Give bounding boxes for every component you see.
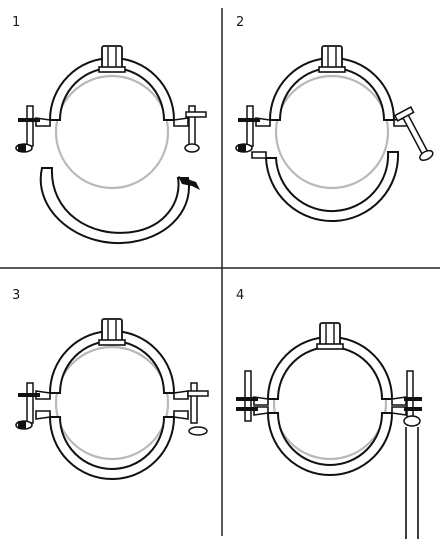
pipe-outline bbox=[54, 74, 170, 190]
right-bolt bbox=[184, 105, 207, 153]
latch-tab bbox=[178, 176, 200, 190]
step-label-2: 2 bbox=[236, 15, 245, 30]
right-bolt bbox=[187, 382, 209, 436]
threaded-rod bbox=[405, 427, 419, 539]
step-label-4: 4 bbox=[236, 288, 245, 303]
panel-3 bbox=[15, 318, 209, 480]
top-nut bbox=[316, 322, 344, 350]
left-bolt bbox=[15, 382, 40, 430]
left-bolt-tightened bbox=[236, 370, 258, 422]
top-nut bbox=[98, 318, 126, 346]
panel-2 bbox=[235, 45, 434, 223]
left-bolt bbox=[235, 105, 260, 153]
top-nut bbox=[318, 45, 346, 73]
lower-clamp-half bbox=[253, 406, 407, 476]
step-label-1: 1 bbox=[12, 15, 21, 30]
lower-clamp-half bbox=[264, 151, 400, 223]
pipe-outline bbox=[54, 345, 170, 461]
panel-4 bbox=[236, 322, 422, 539]
step-label-3: 3 bbox=[12, 288, 21, 303]
angled-bolt bbox=[393, 106, 434, 161]
right-bolt-tightened bbox=[403, 370, 422, 427]
left-bolt bbox=[15, 105, 40, 153]
panel-1 bbox=[15, 45, 207, 245]
pipe-outline bbox=[274, 74, 390, 190]
lower-clamp-half bbox=[35, 410, 189, 480]
lower-clamp-half-open bbox=[39, 167, 190, 245]
top-nut bbox=[98, 45, 126, 73]
